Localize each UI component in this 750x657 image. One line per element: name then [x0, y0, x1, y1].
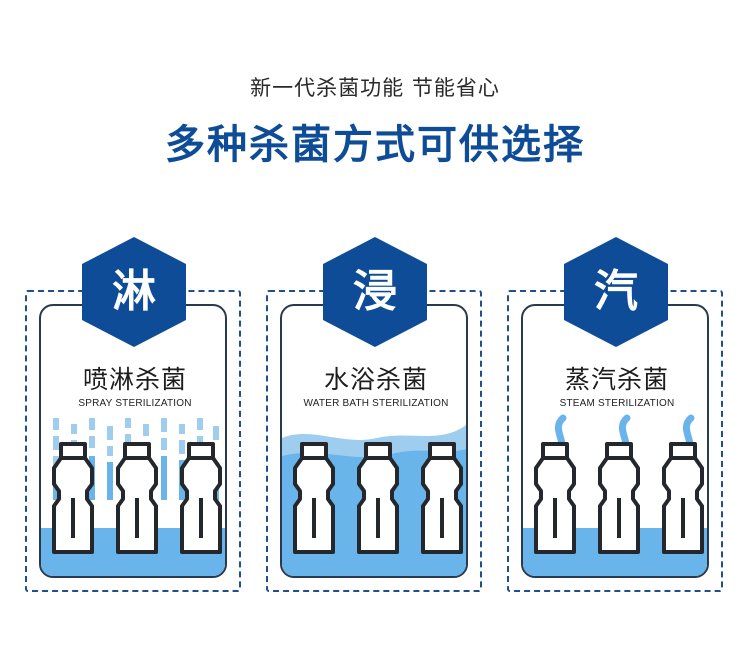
page-title: 多种杀菌方式可供选择: [165, 122, 585, 168]
badge-char: 淋: [112, 266, 156, 317]
badge-char: 浸: [353, 266, 397, 317]
page-subtitle: 新一代杀菌功能 节能省心: [250, 76, 500, 100]
card-subtitle: WATER BATH STERILIZATION: [303, 398, 449, 409]
steam-bottles-icon: [523, 414, 707, 576]
card-inner: 水浴杀菌 WATER BATH STERILIZATION: [280, 304, 468, 578]
card-title: 蒸汽杀菌: [564, 365, 669, 394]
badge-steam: 汽: [564, 237, 668, 347]
spray-bottles-icon: [41, 418, 225, 576]
card-title: 水浴杀菌: [323, 365, 428, 394]
card-inner: 喷淋杀菌 SPRAY STERILIZATION: [39, 304, 227, 578]
badge-char: 汽: [594, 266, 638, 317]
card-subtitle: SPRAY STERILIZATION: [78, 398, 192, 409]
card-subtitle: STEAM STERILIZATION: [559, 398, 675, 409]
water-bath-bottles-icon: [282, 424, 466, 576]
badge-water-bath: 浸: [323, 237, 427, 347]
badge-spray: 淋: [82, 237, 186, 347]
card-spray: 喷淋杀菌 SPRAY STERILIZATION: [25, 290, 241, 592]
card-title: 喷淋杀菌: [82, 365, 187, 394]
